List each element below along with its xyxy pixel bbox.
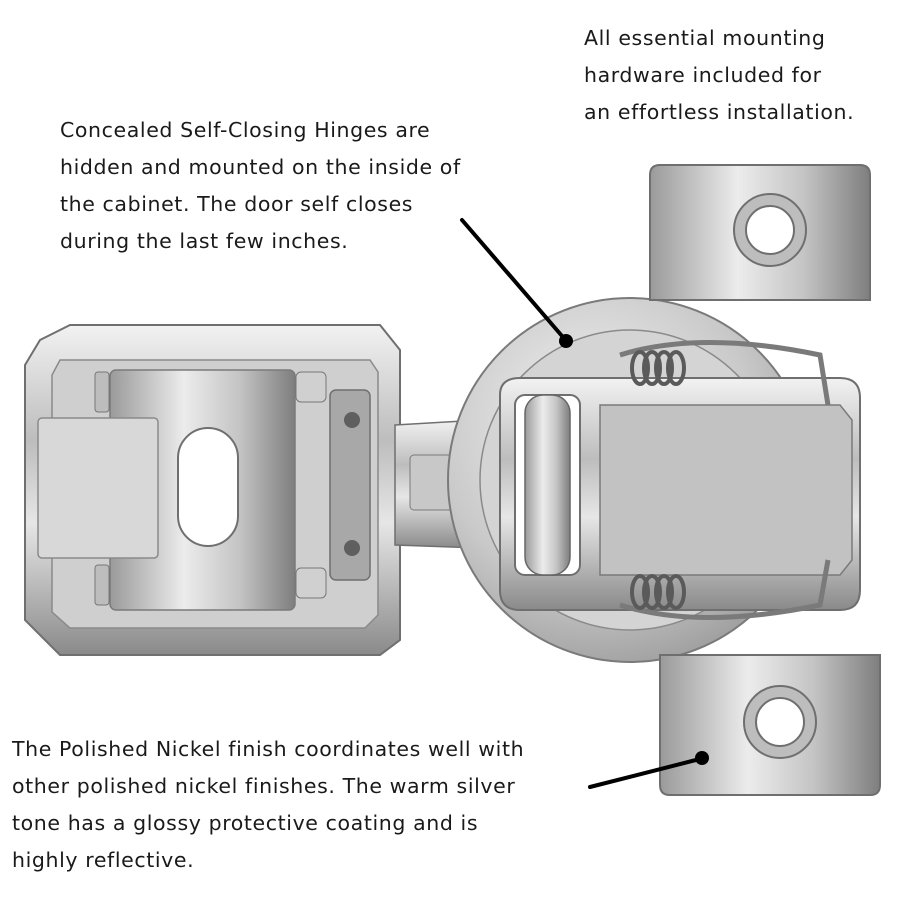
upper-mounting-tab — [649, 164, 871, 301]
spring-mechanism — [499, 340, 861, 620]
callout-concealed — [460, 218, 573, 348]
finish-caption: The Polished Nickel finish coordinates w… — [12, 737, 525, 872]
coil-spring-top — [630, 350, 686, 386]
concealed-hinge-caption: Concealed Self-Closing Hinges are hidden… — [60, 118, 461, 253]
coil-spring-bottom — [630, 574, 686, 610]
hardware-caption: All essential mounting hardware included… — [584, 26, 855, 124]
callout-finish — [588, 751, 709, 789]
mounting-plate — [24, 324, 401, 656]
lower-mounting-tab — [659, 654, 881, 796]
